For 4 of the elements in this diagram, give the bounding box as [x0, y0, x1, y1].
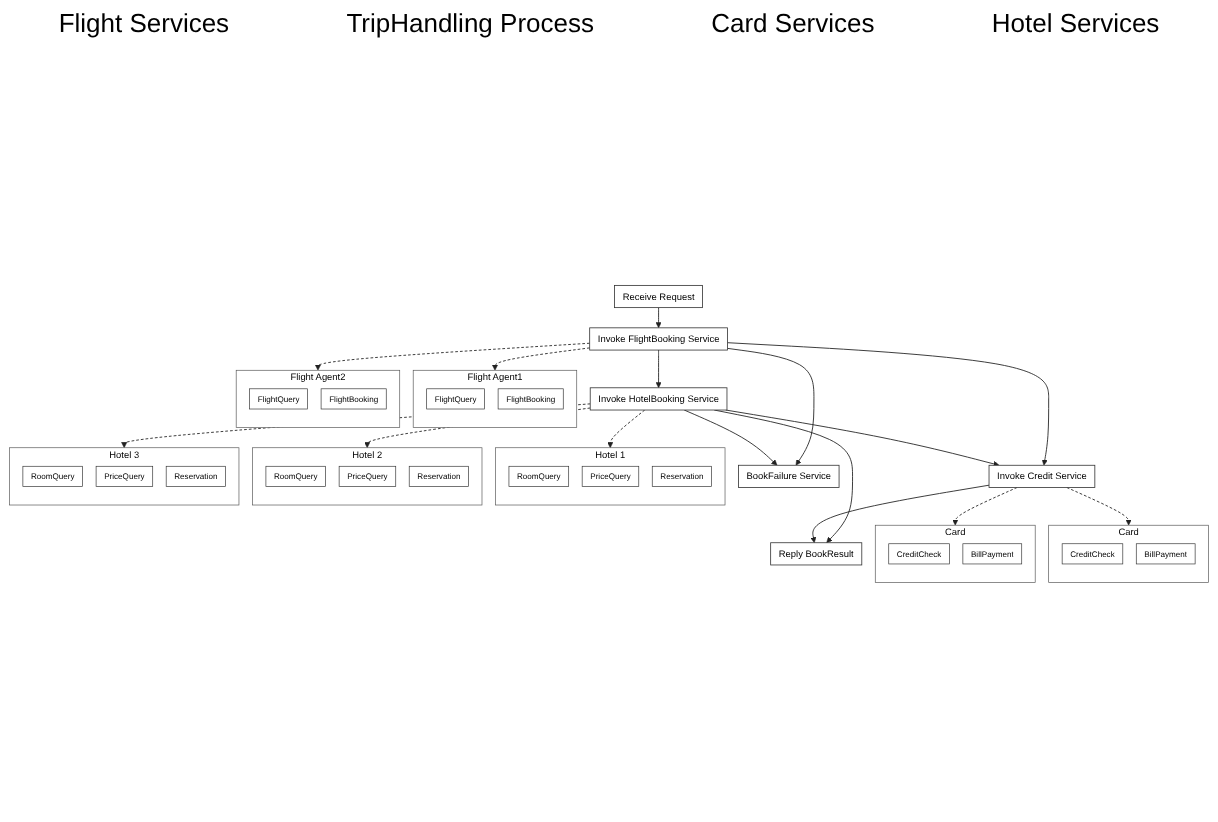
section-label: Hotel Services — [991, 7, 1160, 37]
section-label: TripHandling Process — [346, 7, 594, 37]
section-label: Flight Services — [58, 7, 230, 37]
section-label: Card Services — [711, 7, 875, 37]
